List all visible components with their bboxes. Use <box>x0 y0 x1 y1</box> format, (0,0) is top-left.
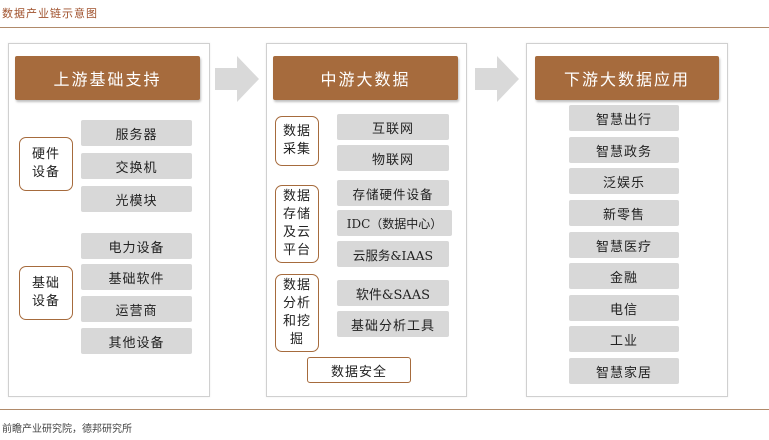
data-security-box: 数据安全 <box>307 357 411 383</box>
downstream-panel: 下游大数据应用 智慧出行 智慧政务 泛娱乐 新零售 智慧医疗 金融 电信 工业 … <box>526 43 728 397</box>
downstream-item: 智慧医疗 <box>569 232 679 258</box>
hardware-group-label: 硬件 设备 <box>19 137 73 191</box>
basic-item: 运营商 <box>81 296 192 322</box>
downstream-item: 泛娱乐 <box>569 168 679 194</box>
downstream-item: 智慧出行 <box>569 105 679 131</box>
analysis-item: 基础分析工具 <box>337 311 449 337</box>
hardware-item: 光模块 <box>81 186 192 212</box>
collection-item: 互联网 <box>337 114 449 140</box>
downstream-item: 工业 <box>569 326 679 352</box>
downstream-item: 智慧政务 <box>569 137 679 163</box>
midstream-header: 中游大数据 <box>273 56 458 100</box>
top-rule <box>0 27 769 28</box>
source-note: 前瞻产业研究院，德邦研究所 <box>2 424 132 435</box>
storage-group-label: 数据 存储 及云 平台 <box>275 185 319 263</box>
hardware-item: 服务器 <box>81 120 192 146</box>
basic-item: 基础软件 <box>81 264 192 290</box>
downstream-item: 智慧家居 <box>569 358 679 384</box>
collection-group-label: 数据 采集 <box>275 116 319 166</box>
storage-item: 云服务&IAAS <box>337 241 449 267</box>
bottom-rule <box>0 409 769 410</box>
downstream-header: 下游大数据应用 <box>535 56 719 100</box>
downstream-item: 金融 <box>569 263 679 289</box>
downstream-item: 电信 <box>569 295 679 321</box>
analysis-item: 软件&SAAS <box>337 280 449 306</box>
storage-item: IDC（数据中心） <box>337 210 452 236</box>
upstream-header: 上游基础支持 <box>15 56 200 100</box>
basic-item: 电力设备 <box>81 233 192 259</box>
figure-title: 数据产业链示意图 <box>2 7 98 20</box>
collection-item: 物联网 <box>337 145 449 171</box>
basic-item: 其他设备 <box>81 328 192 354</box>
flow-arrow-icon <box>215 56 259 102</box>
flow-arrow-icon <box>475 56 519 102</box>
upstream-panel: 上游基础支持 硬件 设备 服务器 交换机 光模块 基础 设备 电力设备 基础软件… <box>8 43 210 397</box>
basic-group-label: 基础 设备 <box>19 266 73 320</box>
downstream-item: 新零售 <box>569 200 679 226</box>
analysis-group-label: 数据 分析 和挖 掘 <box>275 274 319 352</box>
storage-item: 存储硬件设备 <box>337 180 449 206</box>
hardware-item: 交换机 <box>81 153 192 179</box>
midstream-panel: 中游大数据 数据 采集 互联网 物联网 数据 存储 及云 平台 存储硬件设备 I… <box>266 43 467 397</box>
